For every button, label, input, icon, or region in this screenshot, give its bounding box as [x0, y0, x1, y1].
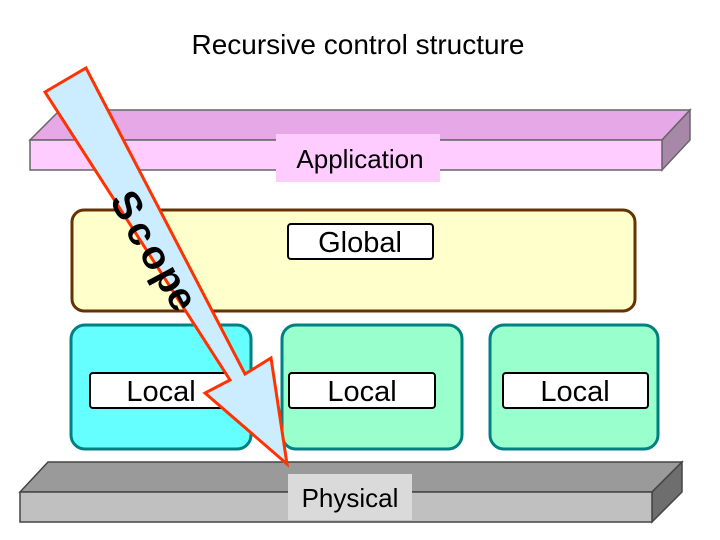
scope-arrow-shape — [42, 65, 290, 468]
local-layer-3: Local — [488, 323, 660, 451]
global-label: Global — [318, 227, 402, 259]
scope-arrow: S c o p e — [42, 65, 290, 468]
local-2-label: Local — [327, 376, 396, 408]
physical-label: Physical — [302, 483, 399, 513]
local-3-label: Local — [540, 376, 609, 408]
physical-layer: Physical — [18, 460, 684, 524]
local-3-label-box — [502, 372, 649, 409]
local-layer-2: Local — [280, 323, 464, 451]
global-layer: Global — [70, 208, 637, 313]
application-label-box — [276, 134, 440, 182]
diagram-title: Recursive control structure — [191, 29, 524, 60]
global-label-box — [287, 223, 434, 260]
physical-label-box — [288, 474, 412, 520]
global-layer-box — [70, 208, 637, 313]
local-1-label: Local — [126, 376, 195, 408]
local-2-label-box — [288, 372, 436, 409]
application-label: Application — [296, 144, 423, 174]
